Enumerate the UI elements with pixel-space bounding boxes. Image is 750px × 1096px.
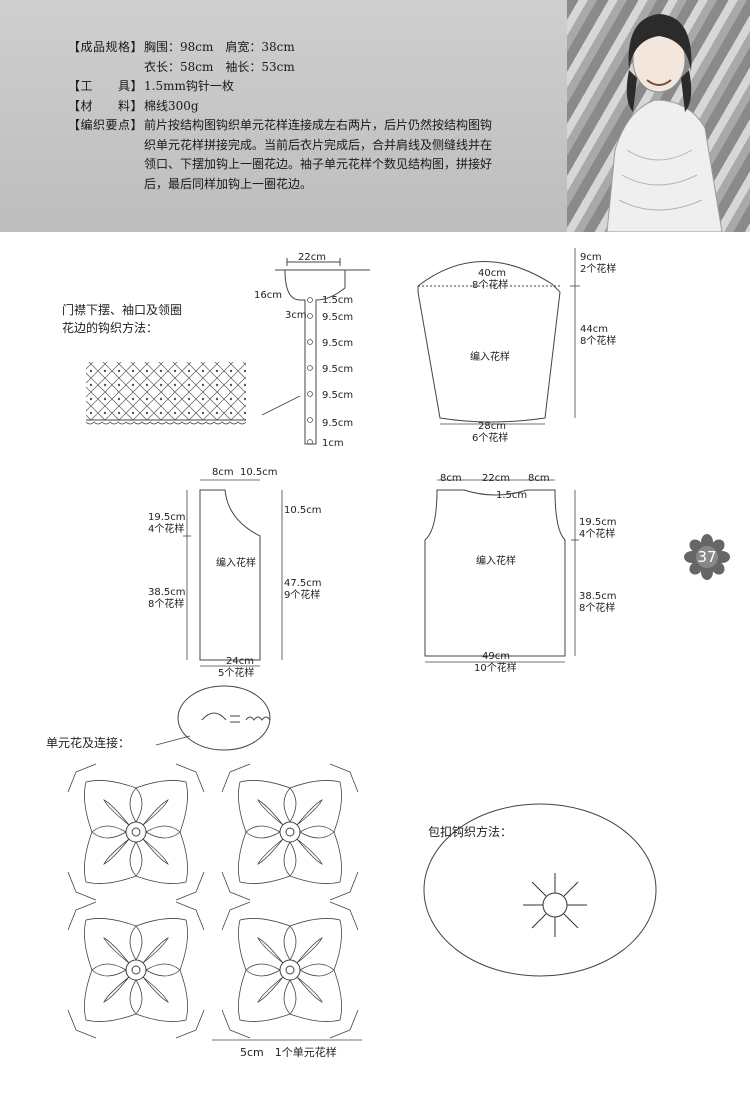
front-lower-motifs: 8个花样 (148, 599, 185, 610)
front-neck: 10.5cm (284, 505, 322, 516)
collar-top: 22cm (298, 252, 326, 263)
back-upper-cm: 19.5cm (579, 517, 617, 528)
front-side-cm: 47.5cm (284, 578, 322, 589)
front-center: 编入花样 (216, 558, 256, 569)
page-number: 37 (697, 548, 717, 566)
header-band: 【成品规格】 胸围：98cm 肩宽：38cm 衣长：58cm 袖长：53cm 【… (0, 0, 750, 232)
back-center: 编入花样 (476, 556, 516, 567)
spec-key: 【编织要点】 前片按结构图钩织单元花样连接成左右两片，后片仍然按结构图钩织单元花… (68, 116, 496, 194)
spec-size-label: 【成品规格】 (68, 40, 144, 54)
front-bottom-cm: 24cm (226, 656, 254, 667)
collar-side: 16cm (254, 290, 282, 301)
back-bottom-cm: 49cm (482, 651, 510, 662)
collar-seg-2: 9.5cm (322, 312, 354, 323)
spec-tool-value: 1.5mm钩针一枚 (144, 79, 234, 93)
edging-title-line2: 花边的钩织方法： (62, 321, 159, 335)
front-lower-cm: 38.5cm (148, 587, 186, 598)
sleeve-top-cm: 40cm (478, 268, 506, 279)
spec-size: 【成品规格】 胸围：98cm 肩宽：38cm 衣长：58cm 袖长：53cm (68, 38, 496, 77)
front-bottom-motifs: 5个花样 (218, 668, 255, 679)
pattern-diagrams (67, 248, 657, 1041)
collar-seg-7: 1cm (322, 438, 344, 449)
spec-material-value: 棉线300g (144, 98, 199, 113)
edging-title-line1: 门襟下摆、袖口及领圈 (62, 303, 183, 317)
sleeve-bottom-motifs: 6个花样 (472, 433, 509, 444)
sleeve-cap-motifs: 2个花样 (580, 264, 617, 275)
collar-seg-3: 9.5cm (322, 338, 354, 349)
back-lower-cm: 38.5cm (579, 591, 617, 602)
front-upper-cm: 19.5cm (148, 512, 186, 523)
button-title: 包扣钩织方法： (428, 825, 513, 839)
sleeve-length-cm: 44cm (580, 324, 608, 335)
sleeve-cap-cm: 9cm (580, 252, 602, 263)
collar-seg-6: 9.5cm (322, 418, 354, 429)
back-neck-drop: 1.5cm (496, 490, 528, 501)
back-top-mid: 22cm (482, 473, 510, 484)
back-top-right: 8cm (528, 473, 550, 484)
motif-caption: 5cm 1个单元花样 (240, 1046, 337, 1059)
spec-tool: 【工 具】 1.5mm钩针一枚 (68, 77, 496, 97)
spec-key-value: 前片按结构图钩织单元花样连接成左右两片，后片仍然按结构图钩织单元花样拼接完成。当… (144, 118, 493, 191)
spec-size-line2: 衣长：58cm 袖长：53cm (144, 59, 295, 74)
front-top-right: 10.5cm (240, 467, 278, 478)
spec-material: 【材 料】 棉线300g (68, 97, 496, 117)
sleeve-length-motifs: 8个花样 (580, 336, 617, 347)
collar-seg-4: 9.5cm (322, 364, 354, 375)
spec-material-label: 【材 料】 (68, 98, 144, 113)
collar-seg-1: 1.5cm (322, 295, 354, 306)
spec-size-line1: 胸围：98cm 肩宽：38cm (144, 40, 295, 54)
motif-title: 单元花及连接： (46, 736, 131, 750)
sleeve-center: 编入花样 (470, 352, 510, 363)
spec-tool-label: 【工 具】 (68, 79, 144, 93)
back-top-left: 8cm (440, 473, 462, 484)
back-upper-motifs: 4个花样 (579, 529, 616, 540)
back-bottom-motifs: 10个花样 (474, 663, 517, 674)
spec-key-label: 【编织要点】 (68, 118, 144, 132)
model-photo (567, 0, 750, 232)
front-top-left: 8cm (212, 467, 234, 478)
collar-seg-5: 9.5cm (322, 390, 354, 401)
sleeve-bottom-cm: 28cm (478, 421, 506, 432)
front-side-motifs: 9个花样 (284, 590, 321, 601)
page-number-flower-icon (684, 534, 730, 580)
back-lower-motifs: 8个花样 (579, 603, 616, 614)
spec-block: 【成品规格】 胸围：98cm 肩宽：38cm 衣长：58cm 袖长：53cm 【… (68, 38, 496, 194)
sleeve-top-motifs: 8个花样 (472, 280, 509, 291)
collar-inner: 3cm (285, 310, 307, 321)
front-upper-motifs: 4个花样 (148, 524, 185, 535)
